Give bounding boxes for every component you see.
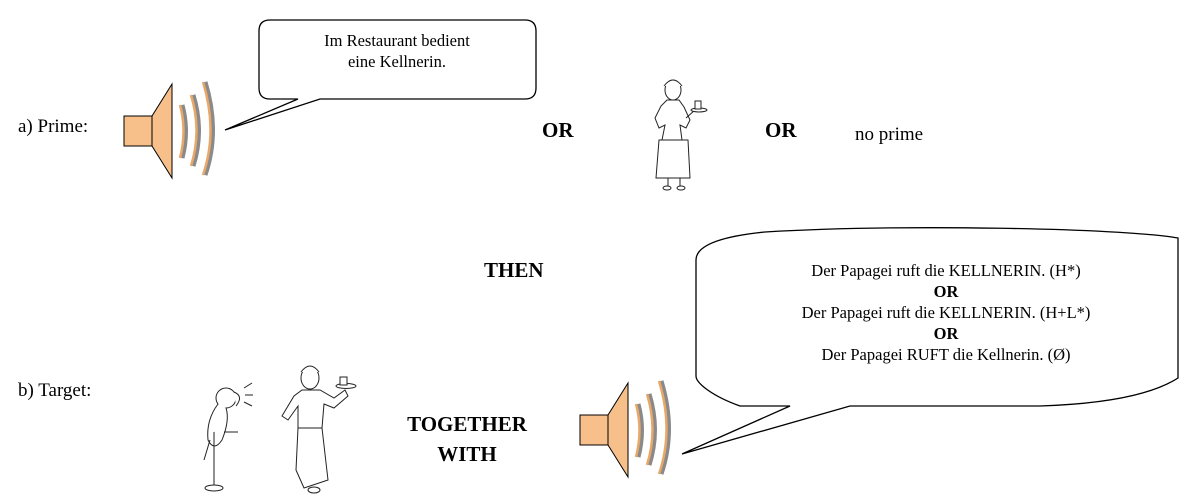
target-label: b) Target: [18,380,92,401]
target-bubble-or: OR [933,282,959,301]
prime-label: a) Prime: [18,116,89,137]
or-label-2: OR [765,118,797,142]
parrot-icon [203,382,253,492]
prime-bubble-text: Im Restaurant bedient eine Kellnerin. [262,30,532,72]
waitress-icon [281,365,357,494]
prime-speech-bubble [224,19,537,131]
no-prime-label: no prime [855,124,924,145]
target-speech-bubble [681,227,1179,455]
speaker-icon [579,380,671,479]
target-bubble-line: Der Papagei RUFT die Kellnerin. (Ø) [821,345,1071,364]
prime-bubble-line: eine Kellnerin. [347,52,447,71]
waitress-icon [654,79,708,191]
prime-bubble-line: Im Restaurant bedient [324,31,470,50]
target-bubble-or: OR [933,324,959,343]
target-bubble-line: Der Papagei ruft die KELLNERIN. (H*) [811,261,1081,280]
with-label: WITH [437,442,497,466]
together-label: TOGETHER [407,412,527,436]
speaker-icon [123,81,215,180]
then-label: THEN [484,258,544,282]
or-label-1: OR [542,118,574,142]
target-bubble-line: Der Papagei ruft die KELLNERIN. (H+L*) [801,303,1091,322]
target-bubble-text: Der Papagei ruft die KELLNERIN. (H*) OR … [706,260,1186,365]
